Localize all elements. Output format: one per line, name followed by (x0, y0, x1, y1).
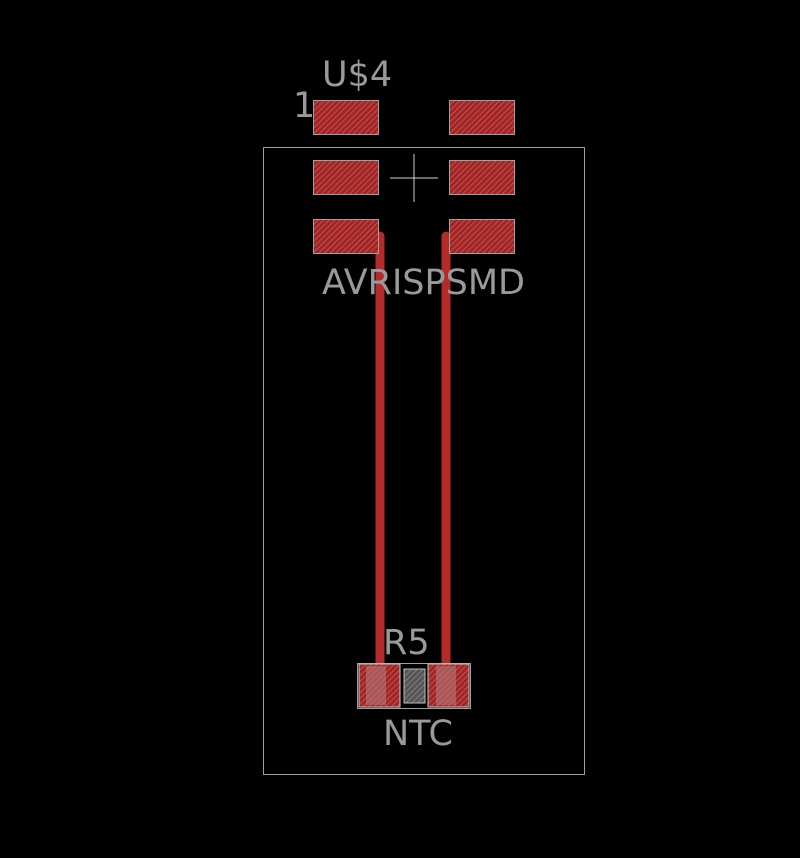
pad-4[interactable] (449, 160, 515, 195)
board-outline (263, 147, 585, 775)
resistor-body-outline (357, 663, 471, 709)
origin-crosshair-icon (390, 154, 438, 202)
avrisp-pads (313, 100, 515, 254)
pin-one-label: 1 (293, 86, 315, 126)
component-value-label: AVRISPSMD (322, 263, 525, 303)
resistor-body (403, 668, 426, 704)
component-name-label: U$4 (322, 55, 392, 95)
resistor-value-label: NTC (383, 714, 453, 754)
resistor-name-label: R5 (383, 623, 430, 663)
pad-2[interactable] (449, 100, 515, 135)
pad-5[interactable] (313, 219, 379, 254)
resistor-footprint (357, 663, 471, 709)
pad-3[interactable] (313, 160, 379, 195)
pad-1[interactable] (313, 100, 379, 135)
pad-6[interactable] (449, 219, 515, 254)
